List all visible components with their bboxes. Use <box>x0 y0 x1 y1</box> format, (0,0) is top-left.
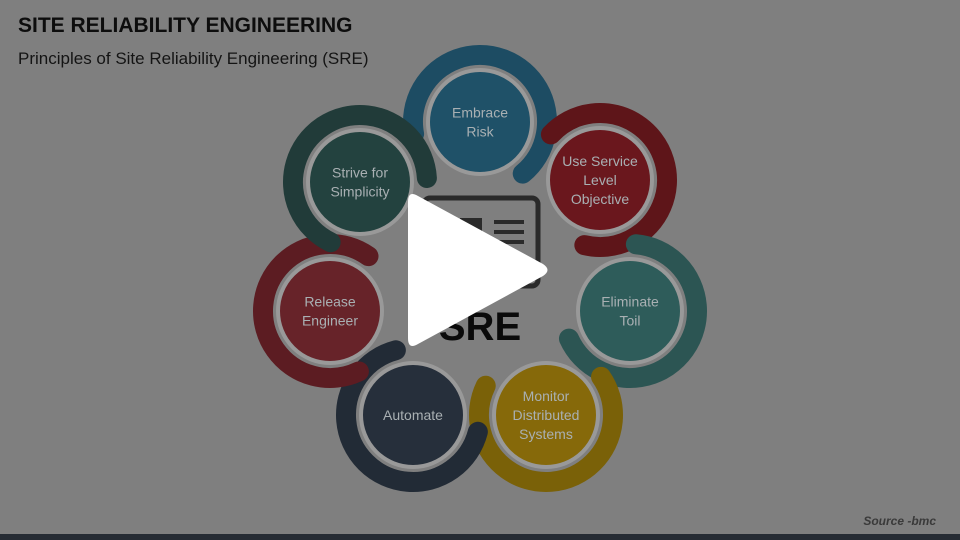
principle-label: Embrace <box>452 105 508 121</box>
principle-label: Engineer <box>302 313 358 329</box>
principle-label: Eliminate <box>601 294 659 310</box>
principle-circle <box>276 257 384 365</box>
principle-label: Automate <box>383 407 443 423</box>
slide-title: SITE RELIABILITY ENGINEERING <box>18 14 353 37</box>
principle-label: Strive for <box>332 165 388 181</box>
principle-arc <box>283 105 437 253</box>
principle-circle <box>492 361 600 469</box>
video-progress-bar[interactable] <box>0 534 960 540</box>
principle-label: Objective <box>571 191 630 207</box>
principle-circle <box>576 257 684 365</box>
principle-label: Simplicity <box>330 184 389 200</box>
principle-label: Risk <box>466 124 494 140</box>
principle-label: Release <box>304 294 356 310</box>
principle-circle <box>359 361 467 469</box>
principle-label: Monitor <box>523 388 570 404</box>
principle-label: Systems <box>519 426 573 442</box>
principle-circle <box>546 126 654 234</box>
principle-arc <box>540 103 677 257</box>
principle-circle <box>306 128 414 236</box>
principle-label: Distributed <box>513 407 580 423</box>
slide-subtitle: Principles of Site Reliability Engineeri… <box>18 49 369 68</box>
source-note: Source -bmc <box>863 514 936 528</box>
principle-circle <box>426 68 534 176</box>
principle-label: Toil <box>619 313 640 329</box>
play-icon[interactable] <box>408 194 548 346</box>
principle-label: Use Service <box>562 153 638 169</box>
principle-label: Level <box>583 172 616 188</box>
